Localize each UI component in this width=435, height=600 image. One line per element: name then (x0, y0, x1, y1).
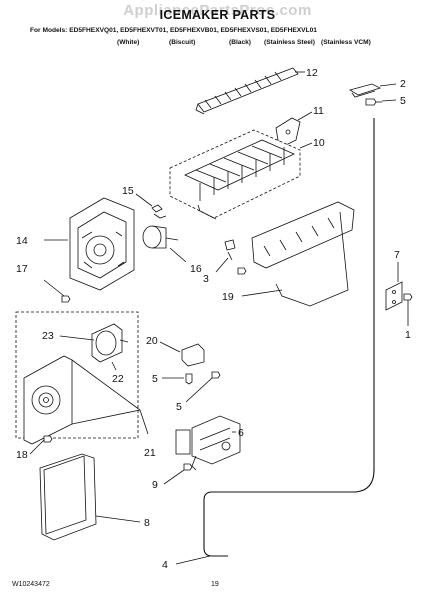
bracket-part[interactable] (275, 117, 301, 147)
callout-3: 3 (203, 273, 209, 285)
watermark: AppliancePartsPros.com (123, 2, 312, 19)
water-valve-part[interactable] (175, 415, 241, 471)
harness-part-22[interactable] (91, 323, 129, 363)
callout-5-b: 5 (176, 401, 182, 413)
callout-9: 9 (152, 479, 158, 491)
small-part-3[interactable] (224, 239, 236, 261)
color-biscuit: (Biscuit) (169, 39, 196, 46)
callout-7: 7 (394, 249, 400, 261)
callout-11: 11 (313, 105, 324, 117)
clip-part-top[interactable] (349, 83, 382, 98)
control-module-part[interactable] (23, 355, 73, 445)
callout-14: 14 (16, 235, 28, 247)
screw-part-5-a[interactable] (185, 373, 193, 385)
callout-8: 8 (144, 517, 150, 529)
screw-part-1[interactable] (403, 293, 413, 301)
color-stainless-vcm: (Stainless VCM) (321, 39, 371, 46)
callout-6: 6 (238, 427, 244, 439)
model-list: For Models: ED5FHEXVQ01, ED5FHEXVT01, ED… (30, 27, 317, 34)
module-assembly-box (15, 311, 139, 439)
callout-22: 22 (112, 373, 124, 385)
callout-15: 15 (122, 185, 134, 197)
ice-mold-part[interactable] (169, 129, 301, 220)
clip-part-15[interactable] (151, 204, 167, 219)
callout-2: 2 (400, 78, 406, 90)
callout-19: 19 (222, 291, 234, 303)
screw-part-17[interactable] (61, 295, 71, 303)
pad-part-8[interactable] (39, 453, 97, 541)
page-number: 19 (211, 581, 219, 588)
color-stainless: (Stainless Steel) (264, 39, 315, 46)
callout-5-a: 5 (152, 373, 158, 385)
screw-part-5-b[interactable] (211, 371, 221, 379)
ejector-comb-part[interactable] (195, 67, 299, 115)
cap-part-20[interactable] (181, 343, 205, 367)
callout-17: 17 (16, 263, 28, 275)
callout-18: 18 (16, 449, 28, 461)
mounting-bracket-part[interactable] (385, 281, 403, 311)
screw-part-5-mid[interactable] (237, 267, 247, 275)
callout-20: 20 (146, 335, 158, 347)
callout-23: 23 (42, 330, 54, 342)
color-black: (Black) (229, 39, 251, 46)
callout-1: 1 (405, 329, 411, 341)
page-title: ICEMAKER PARTS (159, 8, 276, 22)
callout-12: 12 (306, 67, 318, 79)
screw-part-9[interactable] (183, 463, 193, 471)
control-housing-part[interactable] (69, 197, 135, 291)
document-number: W10243472 (12, 581, 50, 588)
color-white: (White) (117, 39, 140, 46)
callout-21: 21 (144, 447, 156, 459)
motor-part[interactable] (142, 225, 179, 249)
fill-tube-part[interactable] (203, 118, 375, 557)
callout-10: 10 (313, 137, 325, 149)
ice-bin-bracket-part[interactable] (251, 201, 355, 307)
callout-5-top: 5 (400, 95, 406, 107)
screw-top[interactable] (365, 98, 382, 106)
screw-part-18[interactable] (43, 435, 53, 443)
callout-4: 4 (162, 559, 168, 571)
callout-16: 16 (190, 263, 202, 275)
